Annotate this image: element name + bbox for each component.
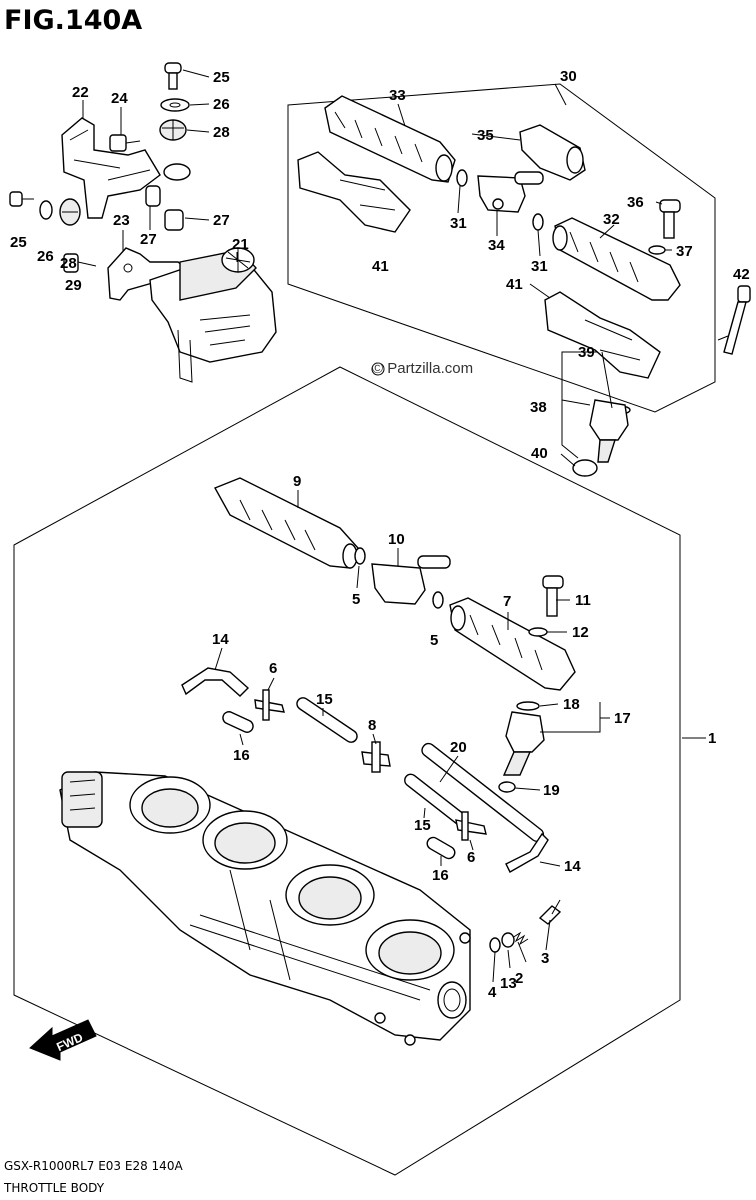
leader-lines bbox=[82, 69, 729, 983]
fwd-arrow: FWD bbox=[29, 1019, 97, 1061]
callout-20: 20 bbox=[450, 739, 467, 756]
callout-2: 2 bbox=[515, 970, 523, 987]
callout-3: 3 bbox=[541, 950, 549, 967]
callout-28b: 28 bbox=[60, 255, 77, 272]
callout-14b: 14 bbox=[564, 858, 581, 875]
callout-42: 42 bbox=[733, 266, 750, 283]
figure-title: FIG.140A bbox=[4, 5, 142, 36]
callout-37: 37 bbox=[676, 243, 693, 260]
watermark-text: © Partzilla.com bbox=[372, 360, 473, 377]
callout-4: 4 bbox=[488, 984, 497, 1001]
callout-40: 40 bbox=[531, 445, 548, 462]
callout-labels: 1 2 3 4 5 5 6 6 7 8 9 10 11 12 13 14 14 … bbox=[10, 68, 750, 1001]
callout-32: 32 bbox=[603, 211, 620, 228]
callout-6b: 6 bbox=[467, 849, 475, 866]
callout-15a: 15 bbox=[316, 691, 333, 708]
callout-14a: 14 bbox=[212, 631, 229, 648]
throttle-body-boundary bbox=[13, 366, 681, 1176]
footer-model-line: GSX-R1000RL7 E03 E28 140A bbox=[4, 1159, 183, 1173]
callout-16a: 16 bbox=[233, 747, 250, 764]
callout-38: 38 bbox=[530, 399, 547, 416]
callout-7: 7 bbox=[503, 593, 511, 610]
callout-33: 33 bbox=[389, 87, 406, 104]
callout-41a: 41 bbox=[372, 258, 389, 275]
callout-23: 23 bbox=[113, 212, 130, 229]
callout-24: 24 bbox=[111, 90, 128, 107]
callout-25a: 25 bbox=[213, 69, 230, 86]
callout-31a: 31 bbox=[450, 215, 467, 232]
callout-5a: 5 bbox=[352, 591, 360, 608]
secondary-rail-group bbox=[297, 95, 751, 477]
callout-9: 9 bbox=[293, 473, 301, 490]
callout-6a: 6 bbox=[269, 660, 277, 677]
primary-rail-group bbox=[181, 477, 576, 953]
callout-18: 18 bbox=[563, 696, 580, 713]
callout-5b: 5 bbox=[430, 632, 438, 649]
callout-27a: 27 bbox=[213, 212, 230, 229]
callout-41b: 41 bbox=[506, 276, 523, 293]
secondary-assembly-boundary bbox=[287, 83, 716, 413]
callout-8: 8 bbox=[368, 717, 376, 734]
callout-17: 17 bbox=[614, 710, 631, 727]
callout-34: 34 bbox=[488, 237, 505, 254]
callout-26a: 26 bbox=[213, 96, 230, 113]
callout-28a: 28 bbox=[213, 124, 230, 141]
callout-36: 36 bbox=[627, 194, 644, 211]
callout-30: 30 bbox=[560, 68, 577, 85]
callout-39: 39 bbox=[578, 344, 595, 361]
callout-19: 19 bbox=[543, 782, 560, 799]
throttle-body-casting bbox=[59, 771, 471, 1046]
callout-10: 10 bbox=[388, 531, 405, 548]
callout-35: 35 bbox=[477, 127, 494, 144]
callout-13: 13 bbox=[500, 975, 517, 992]
callout-21: 21 bbox=[232, 236, 249, 253]
callout-15b: 15 bbox=[414, 817, 431, 834]
callout-1: 1 bbox=[708, 730, 716, 747]
callout-27b: 27 bbox=[140, 231, 157, 248]
callout-12: 12 bbox=[572, 624, 589, 641]
sensor-bracket-group bbox=[9, 62, 277, 383]
callout-26b: 26 bbox=[37, 248, 54, 265]
callout-16b: 16 bbox=[432, 867, 449, 884]
callout-31b: 31 bbox=[531, 258, 548, 275]
callout-11: 11 bbox=[575, 592, 591, 609]
callout-25b: 25 bbox=[10, 234, 27, 251]
footer-section-name: THROTTLE BODY bbox=[3, 1181, 105, 1195]
callout-29: 29 bbox=[65, 277, 82, 294]
callout-22: 22 bbox=[72, 84, 89, 101]
